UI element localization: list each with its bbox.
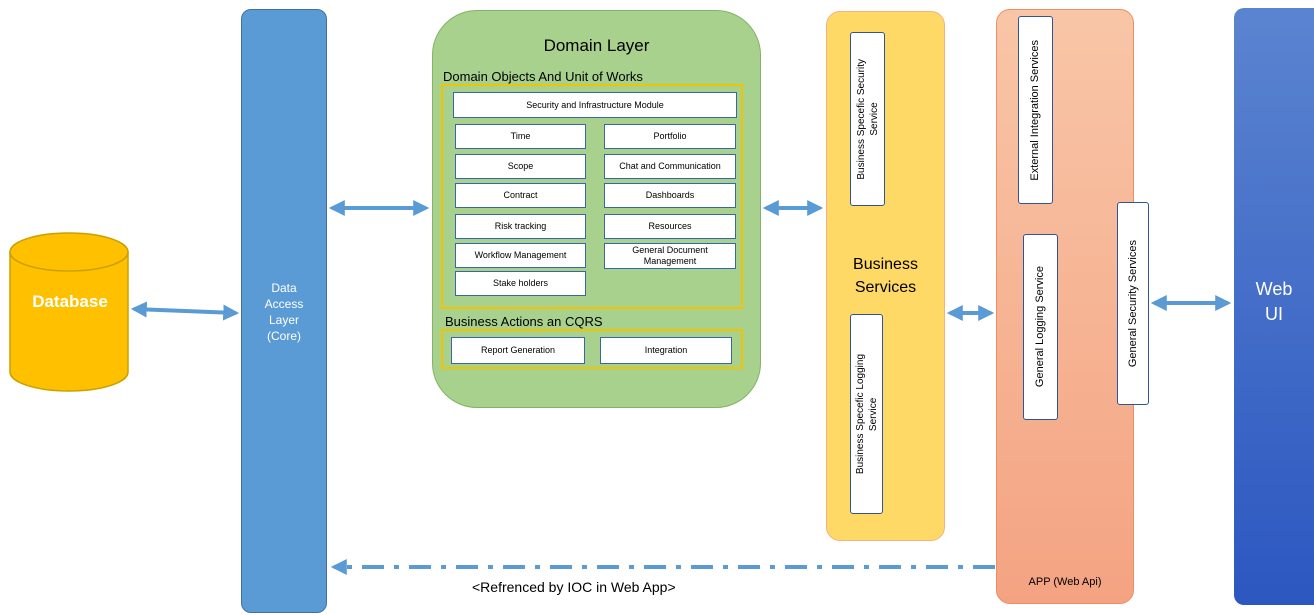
- data-access-layer-label: Data Access Layer (Core): [264, 281, 304, 343]
- business-security-service-label: Business Specefic Security Service: [855, 58, 880, 180]
- business-services: [826, 11, 945, 541]
- database-label: Database: [32, 292, 108, 311]
- module-dashboards: Dashboards: [604, 183, 736, 208]
- db-dal-arrow: [130, 301, 240, 321]
- business-security-service: Business Specefic Security Service: [850, 32, 885, 206]
- general-logging-service: General Logging Service: [1023, 234, 1058, 420]
- module-chat-communication: Chat and Communication: [604, 154, 736, 179]
- external-integration-services: External Integration Services: [1018, 16, 1053, 204]
- general-logging-service-label: General Logging Service: [1034, 266, 1046, 388]
- database-cylinder: [9, 232, 129, 392]
- security-infrastructure-module: Security and Infrastructure Module: [453, 92, 737, 118]
- business-logging-service: Business Specefic Logging Service: [850, 314, 883, 514]
- module-general-document-management: General Document Management: [604, 243, 736, 269]
- module-time: Time: [455, 124, 586, 149]
- business-actions-title: Business Actions an CQRS: [445, 314, 603, 329]
- external-integration-services-label: External Integration Services: [1029, 39, 1041, 181]
- module-contract: Contract: [455, 183, 586, 208]
- module-stake-holders: Stake holders: [455, 271, 586, 296]
- web-ui-label: Web UI: [1255, 279, 1293, 324]
- domain-objects-title: Domain Objects And Unit of Works: [443, 69, 643, 84]
- data-access-layer: [241, 9, 327, 613]
- app-web-api-label: APP (Web Api): [1028, 576, 1102, 588]
- app-web-api: [996, 9, 1134, 604]
- general-security-services: General Security Services: [1117, 202, 1149, 405]
- business-services-label: Business Services: [853, 256, 918, 296]
- module-scope: Scope: [455, 154, 586, 179]
- module-risk-tracking: Risk tracking: [455, 214, 586, 239]
- module-report-generation: Report Generation: [451, 337, 585, 364]
- domain-objects-frame: [441, 84, 743, 309]
- module-portfolio: Portfolio: [604, 124, 736, 149]
- business-actions-frame: [441, 329, 743, 369]
- web-ui: [1234, 8, 1314, 605]
- domain-layer-title: Domain Layer: [543, 36, 650, 55]
- general-security-services-label: General Security Services: [1126, 239, 1139, 368]
- business-logging-service-label: Business Specefic Logging Service: [854, 353, 879, 475]
- module-resources: Resources: [604, 214, 736, 239]
- ioc-note: <Refrenced by IOC in Web App>: [472, 579, 676, 595]
- module-workflow-management: Workflow Management: [455, 243, 586, 268]
- module-integration: Integration: [600, 337, 732, 364]
